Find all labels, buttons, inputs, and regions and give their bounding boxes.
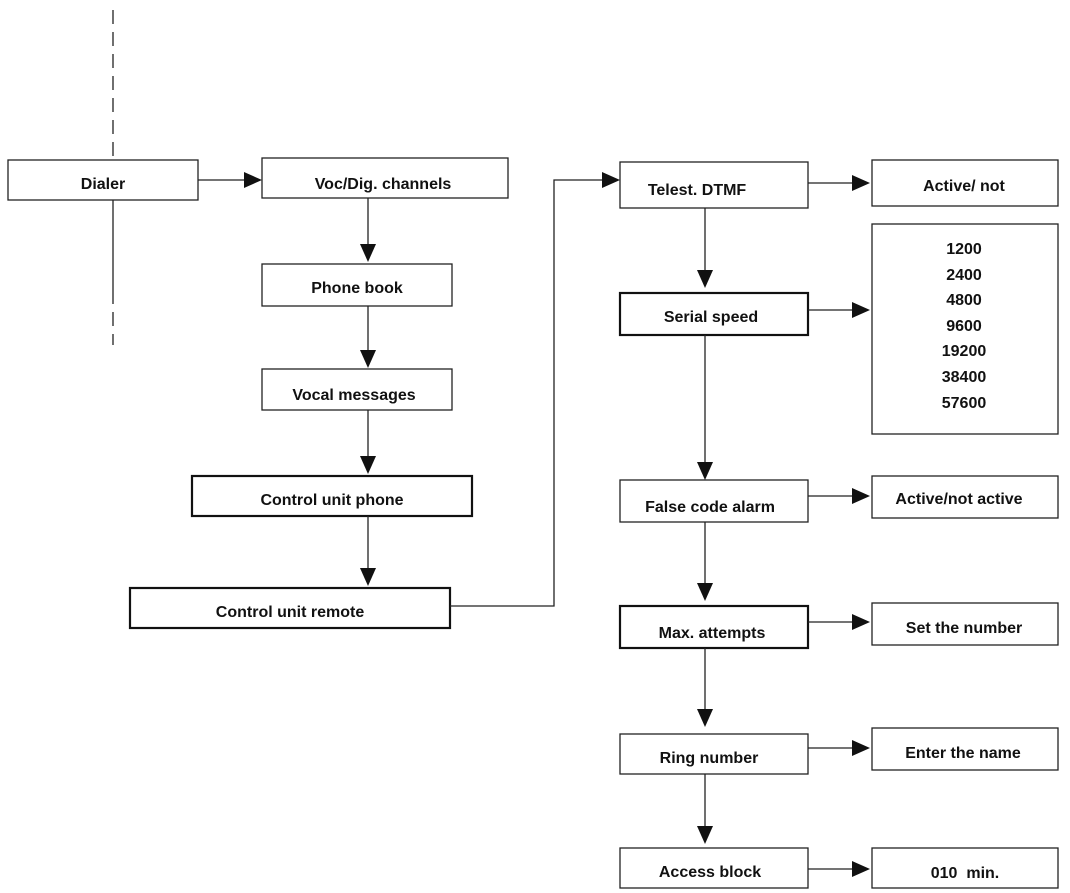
arrow-access-block-to-010-min [808,861,870,877]
node-telest-dtmf: Telest. DTMF [619,161,809,209]
arrow-max-attempts-to-set-the-number [808,614,870,630]
node-ring-number-label: Ring number [660,750,759,767]
node-max-attempts-label: Max. attempts [659,625,766,642]
node-enter-the-name: Enter the name [871,727,1059,771]
arrow-ring-number-to-enter-the-name [808,740,870,756]
node-telest-dtmf-label: Telest. DTMF [648,182,747,199]
node-serial-speed: Serial speed [618,291,810,337]
arrow-false-code-alarm-to-active-not-active [808,488,870,504]
node-vocal-messages: Vocal messages [261,368,453,411]
node-control-unit-remote: Control unit remote [128,586,452,630]
arrow-serial-speed-to-options [808,302,870,318]
node-active-not-active: Active/not active [871,475,1059,519]
node-set-the-number: Set the number [871,602,1059,646]
serial-speed-option: 57600 [942,395,987,412]
serial-speed-option: 19200 [942,343,987,360]
arrow-telest-dtmf-to-active-not [808,175,870,191]
node-enter-the-name-label: Enter the name [905,745,1021,762]
node-ring-number: Ring number [619,733,809,775]
node-false-code-alarm: False code alarm [619,479,809,523]
node-dialer-label: Dialer [81,176,125,193]
node-set-the-number-label: Set the number [906,620,1022,637]
arrow-serial-speed-to-false-code-alarm [697,335,713,480]
node-voc-dig-channels: Voc/Dig. channels [261,157,509,199]
arrow-ring-number-to-access-block [697,774,713,844]
serial-speed-option: 9600 [946,318,982,335]
serial-speed-option: 2400 [946,267,982,284]
arrow-control-unit-phone-to-control-unit-remote [360,516,376,586]
node-control-unit-phone-label: Control unit phone [260,492,403,509]
node-serial-speed-label: Serial speed [664,309,758,326]
node-access-block: Access block [619,847,809,889]
node-control-unit-phone: Control unit phone [190,474,474,518]
node-phone-book-label: Phone book [311,280,403,297]
node-dialer: Dialer [7,159,199,201]
serial-speed-option: 4800 [946,292,982,309]
node-vocal-messages-label: Vocal messages [292,387,415,404]
arrow-max-attempts-to-ring-number [697,648,713,727]
node-max-attempts: Max. attempts [618,604,810,650]
node-phone-book: Phone book [261,263,453,307]
node-serial-speed-options: 1200 2400 4800 9600 19200 38400 57600 [871,223,1059,435]
arrow-control-unit-remote-to-telest-dtmf [450,172,620,607]
node-voc-dig-channels-label: Voc/Dig. channels [315,176,452,193]
node-false-code-alarm-label: False code alarm [645,499,775,516]
node-active-not: Active/ not [871,159,1059,207]
arrow-dialer-to-voc-dig [198,172,262,188]
serial-speed-option: 1200 [946,241,982,258]
arrow-voc-dig-to-phone-book [360,198,376,262]
node-control-unit-remote-label: Control unit remote [216,604,365,621]
arrow-false-code-alarm-to-max-attempts [697,522,713,601]
serial-speed-option: 38400 [942,369,987,386]
node-active-not-label: Active/ not [923,178,1005,195]
node-010-min: 010 min. [871,847,1059,889]
node-active-not-active-label: Active/not active [895,491,1022,508]
arrow-telest-dtmf-to-serial-speed [697,208,713,288]
arrow-phone-book-to-vocal-messages [360,306,376,368]
node-010-min-label: 010 min. [931,865,999,882]
arrow-vocal-messages-to-control-unit-phone [360,410,376,474]
node-access-block-label: Access block [659,864,761,881]
